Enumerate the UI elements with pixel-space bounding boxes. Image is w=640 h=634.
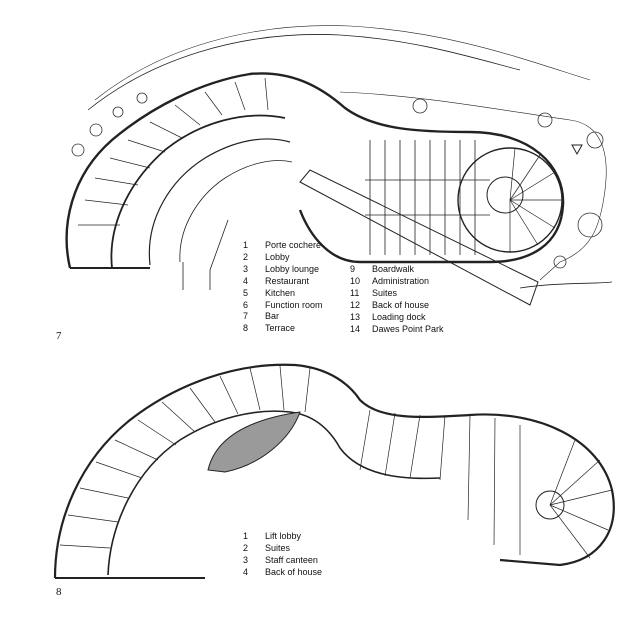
courtyard-edge xyxy=(148,138,291,266)
courtyard-inner-edge xyxy=(179,160,293,263)
atrium-void xyxy=(207,411,301,473)
site-boundary-line xyxy=(87,34,521,111)
shoreline xyxy=(519,281,613,289)
wharf-outline xyxy=(299,169,539,306)
upper-room-walls xyxy=(59,365,521,555)
tree-symbols xyxy=(71,92,604,269)
upper-lift-core xyxy=(535,490,565,520)
lift-core xyxy=(486,176,524,214)
rotunda-radial-walls xyxy=(509,147,562,252)
upper-floor-outer-wall xyxy=(53,363,615,579)
waterfront-edge xyxy=(339,91,607,281)
north-point-marker xyxy=(571,144,583,156)
crescent-room-walls xyxy=(78,77,269,226)
building-inner-wall xyxy=(110,114,286,269)
figure-7-number: 7 xyxy=(56,330,62,342)
figure-8-number: 8 xyxy=(56,586,62,598)
building-outer-wall xyxy=(65,72,565,269)
upper-rotunda-radial-walls xyxy=(549,439,613,559)
upper-floor-inner-wall xyxy=(107,410,441,576)
road-edge-line xyxy=(94,25,591,101)
wharf-edge xyxy=(182,219,229,290)
